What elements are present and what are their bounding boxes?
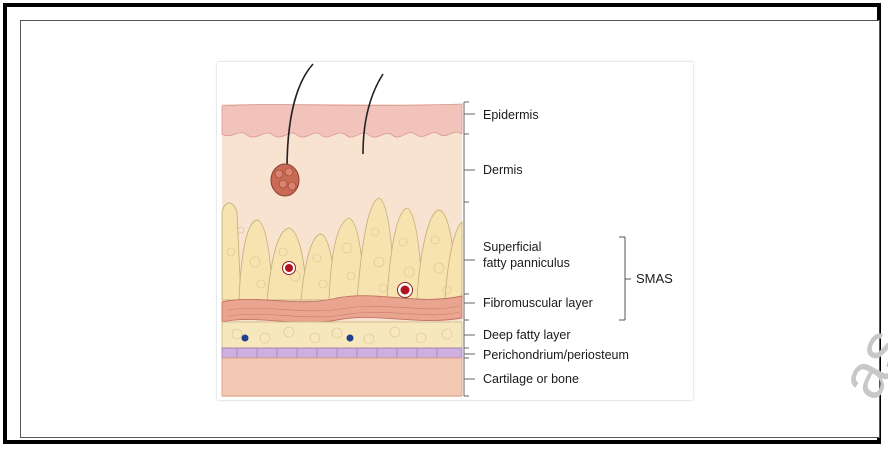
- label-superficial-line2: fatty panniculus: [483, 256, 570, 270]
- deep-fatty-layer: [222, 322, 462, 348]
- label-epidermis: Epidermis: [483, 108, 539, 122]
- label-fibromuscular: Fibromuscular layer: [483, 296, 593, 310]
- label-smas: SMAS: [636, 272, 673, 286]
- smas-bracket: [619, 237, 631, 320]
- label-deep-fatty: Deep fatty layer: [483, 328, 571, 342]
- blood-vessel-icon: [283, 262, 296, 275]
- epidermis-layer: [222, 104, 462, 137]
- vein-icon: [242, 335, 249, 342]
- blood-vessel-icon: [398, 283, 413, 298]
- cartilage-bone-layer: [222, 358, 462, 396]
- vein-icon: [347, 335, 354, 342]
- label-dermis: Dermis: [483, 163, 523, 177]
- layer-scale-bar: [464, 102, 475, 396]
- label-superficial-line1: Superficial: [483, 240, 541, 254]
- hair-follicle-icon: [271, 164, 299, 196]
- skin-layers-figure: Epidermis Dermis Superficial fatty panni…: [217, 62, 693, 400]
- perichondrium-layer: [222, 348, 462, 358]
- label-cartilage: Cartilage or bone: [483, 372, 579, 386]
- label-perichondrium: Perichondrium/periosteum: [483, 348, 629, 362]
